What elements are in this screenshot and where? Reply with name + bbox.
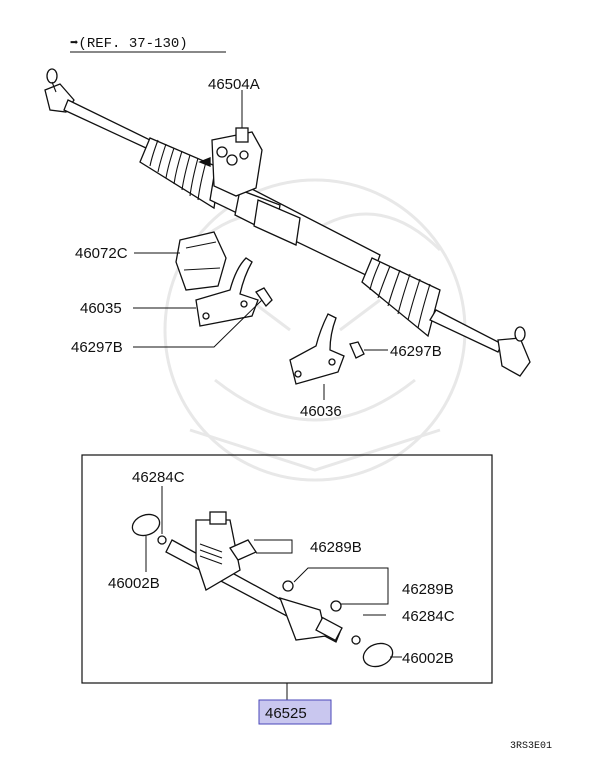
bolt-right bbox=[349, 341, 365, 359]
callout-46002B-left[interactable]: 46002B bbox=[108, 575, 160, 592]
ring-left bbox=[157, 535, 167, 545]
clamp-bracket-right bbox=[289, 313, 345, 385]
boot-clamp-right bbox=[362, 642, 394, 668]
callout-46504A[interactable]: 46504A bbox=[208, 76, 260, 93]
boot-right bbox=[361, 257, 441, 338]
callout-46297B-right[interactable]: 46297B bbox=[390, 343, 442, 360]
callout-46072C[interactable]: 46072C bbox=[75, 245, 128, 262]
boot-left bbox=[139, 137, 221, 210]
callout-46036[interactable]: 46036 bbox=[300, 403, 342, 420]
callout-46284C-top[interactable]: 46284C bbox=[132, 469, 185, 486]
tie-rod-end-stud-right bbox=[514, 326, 526, 342]
o-ring-1 bbox=[282, 580, 294, 592]
callout-46035[interactable]: 46035 bbox=[80, 300, 122, 317]
o-ring-2 bbox=[330, 600, 342, 612]
callout-46297B-left[interactable]: 46297B bbox=[71, 339, 123, 356]
tie-rod-end-right bbox=[497, 337, 531, 377]
cylinder-end bbox=[278, 596, 327, 641]
assembly-highlight[interactable] bbox=[258, 699, 332, 725]
assembly-box bbox=[81, 454, 493, 684]
assembly-part-number[interactable]: 46525 bbox=[265, 705, 307, 722]
callout-46002B-right[interactable]: 46002B bbox=[402, 650, 454, 667]
ring-right bbox=[351, 635, 361, 645]
boot-clamp-left bbox=[131, 513, 161, 537]
clamp-bracket-left bbox=[195, 257, 259, 327]
rack-assembly-exploded bbox=[131, 511, 394, 668]
reference-note[interactable]: ➡(REF. 37-130) bbox=[70, 36, 188, 52]
drawing-code: 3RS3E01 bbox=[510, 741, 552, 752]
tie-rod-right bbox=[429, 309, 503, 353]
callout-46284C-bottom[interactable]: 46284C bbox=[402, 608, 455, 625]
bolt-left bbox=[255, 287, 273, 308]
callout-46289B-upper[interactable]: 46289B bbox=[310, 539, 362, 556]
mounting-bushing bbox=[175, 231, 227, 291]
tie-rod-left bbox=[63, 99, 151, 149]
tie-rod-end-stud-left bbox=[46, 68, 58, 84]
steering-gear-assembly bbox=[44, 68, 531, 377]
pinion-shaft bbox=[235, 127, 249, 143]
callout-46289B-lower[interactable]: 46289B bbox=[402, 581, 454, 598]
